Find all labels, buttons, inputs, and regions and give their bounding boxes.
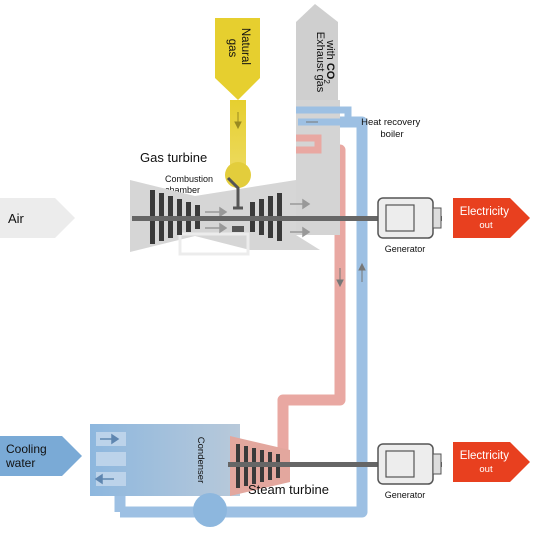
air-arrow [0,198,75,238]
exhaust-gas-label: Exhaust gas [314,32,326,93]
air-flow-arrows [205,198,311,238]
air-label: Air [8,211,25,226]
steam-turbine-shaft [228,462,442,467]
burner-nozzle [232,226,244,232]
cooling-water-arrow [0,436,82,476]
gas-supply-pipe [230,100,246,165]
flow-arrows [306,121,366,288]
generator-2-label: Generator [385,490,426,500]
electricity-out-arrow-2 [453,442,530,482]
boiler-water-coil [296,106,352,126]
combustion-chamber-label: Combustion chamber [165,174,216,195]
combustion-liner [178,232,250,256]
generator-1-label: Generator [385,244,426,254]
gas-turbine-shaft [132,216,442,221]
feedwater-pump [193,493,227,527]
condenser-label: Condenser [195,437,206,483]
steam-turbine-title: Steam turbine [248,482,329,497]
electricity-out-arrow-1 [453,198,530,238]
gas-valve [225,162,251,188]
boiler-steam-coil [296,134,322,154]
generator-1 [377,197,442,239]
heat-recovery-label: Heat recovery boiler [361,117,423,140]
exhaust-gas-arrow [296,4,338,100]
natural-gas-label: Natural gas [226,28,251,68]
condenser-flow-arrows [94,433,120,485]
natural-gas-arrow [215,18,260,100]
cooling-water-label: Cooling water [5,442,50,470]
generator-2 [377,443,442,485]
gas-flow-arrow [234,112,242,130]
electricity-out-label-2: Electricity out [460,450,512,475]
gas-turbine-title: Gas turbine [140,150,207,165]
electricity-out-label-1: Electricity out [460,206,512,231]
exhaust-gas-label-co2: with CO2 [322,39,336,84]
combustion-burner-icon [226,176,243,210]
